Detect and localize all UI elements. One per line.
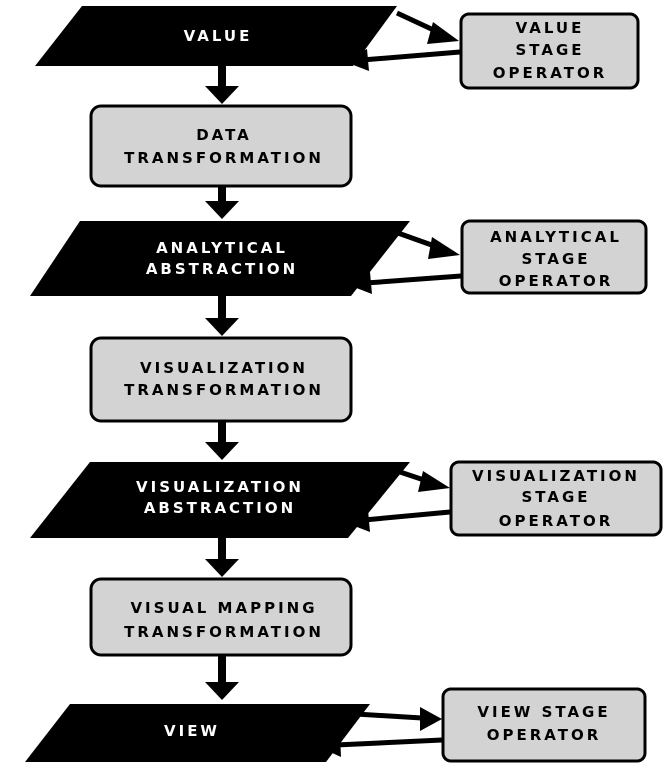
transform-visualization-label-1: VISUALIZATION (140, 359, 308, 377)
operator-value-stage: VALUE STAGE OPERATOR (459, 12, 640, 90)
analytical-to-operator-arrow (397, 230, 460, 259)
transform-visual-mapping-label-2: TRANSFORMATION (124, 623, 324, 641)
stage-view-label-1: VIEW (164, 722, 220, 740)
operator-visualization-label-3: OPERATOR (499, 512, 614, 530)
operator-view-label-2: OPERATOR (487, 726, 602, 744)
transform-visualization-label-2: TRANSFORMATION (124, 381, 324, 399)
transform-data: DATA TRANSFORMATION (89, 104, 353, 188)
operator-value-label-2: STAGE (515, 41, 584, 59)
flow-arrows (205, 62, 239, 700)
operator-to-analytical-arrow (346, 272, 462, 294)
transform-data-label-2: TRANSFORMATION (124, 149, 324, 167)
transform-visual-mapping-label-1: VISUAL MAPPING (130, 599, 317, 617)
transform-data-label-1: DATA (196, 126, 252, 144)
visualization-to-operator-arrow (399, 469, 450, 492)
operator-to-visualization-arrow (344, 509, 451, 532)
view-to-operator-arrow (355, 707, 442, 731)
stage-analytical-label-1: ANALYTICAL (156, 239, 288, 257)
flow-arrow-visabs-to-mapping (205, 536, 239, 577)
operator-analytical-stage: ANALYTICAL STAGE OPERATOR (460, 219, 648, 295)
stage-analytical-label-2: ABSTRACTION (146, 260, 298, 278)
operator-view-label-1: VIEW STAGE (477, 703, 610, 721)
flow-arrow-value-to-data (205, 62, 239, 104)
operator-analytical-label-1: ANALYTICAL (490, 228, 622, 246)
stage-value: VALUE (35, 6, 397, 66)
operator-to-view-arrow (317, 734, 443, 757)
flow-arrow-vistrans-to-visabs (205, 421, 239, 460)
operator-analytical-label-3: OPERATOR (499, 272, 614, 290)
stage-view: VIEW (25, 704, 370, 762)
operator-visualization-stage: VISUALIZATION STAGE OPERATOR (449, 460, 663, 537)
transform-visual-mapping: VISUAL MAPPING TRANSFORMATION (89, 577, 353, 657)
operator-visualization-label-2: STAGE (521, 488, 590, 506)
flow-arrow-analytical-to-vistrans (205, 296, 239, 336)
stage-analytical-abstraction: ANALYTICAL ABSTRACTION (30, 221, 410, 296)
stage-value-label-1: VALUE (184, 27, 253, 45)
operator-analytical-label-2: STAGE (521, 250, 590, 268)
operator-to-value-arrow (343, 49, 461, 71)
transform-visualization: VISUALIZATION TRANSFORMATION (89, 336, 353, 423)
operator-visualization-label-1: VISUALIZATION (472, 467, 640, 485)
operator-value-label-1: VALUE (516, 19, 585, 37)
flow-arrow-mapping-to-view (205, 655, 239, 700)
flow-arrow-data-to-analytical (205, 186, 239, 219)
stage-visualization-abstraction: VISUALIZATION ABSTRACTION (30, 462, 410, 538)
operator-arrows (317, 10, 462, 757)
operator-value-label-3: OPERATOR (493, 64, 608, 82)
operator-view-stage: VIEW STAGE OPERATOR (441, 687, 647, 763)
stage-visualization-label-1: VISUALIZATION (136, 478, 304, 496)
value-to-operator-arrow (395, 10, 459, 44)
stage-visualization-label-2: ABSTRACTION (144, 499, 296, 517)
